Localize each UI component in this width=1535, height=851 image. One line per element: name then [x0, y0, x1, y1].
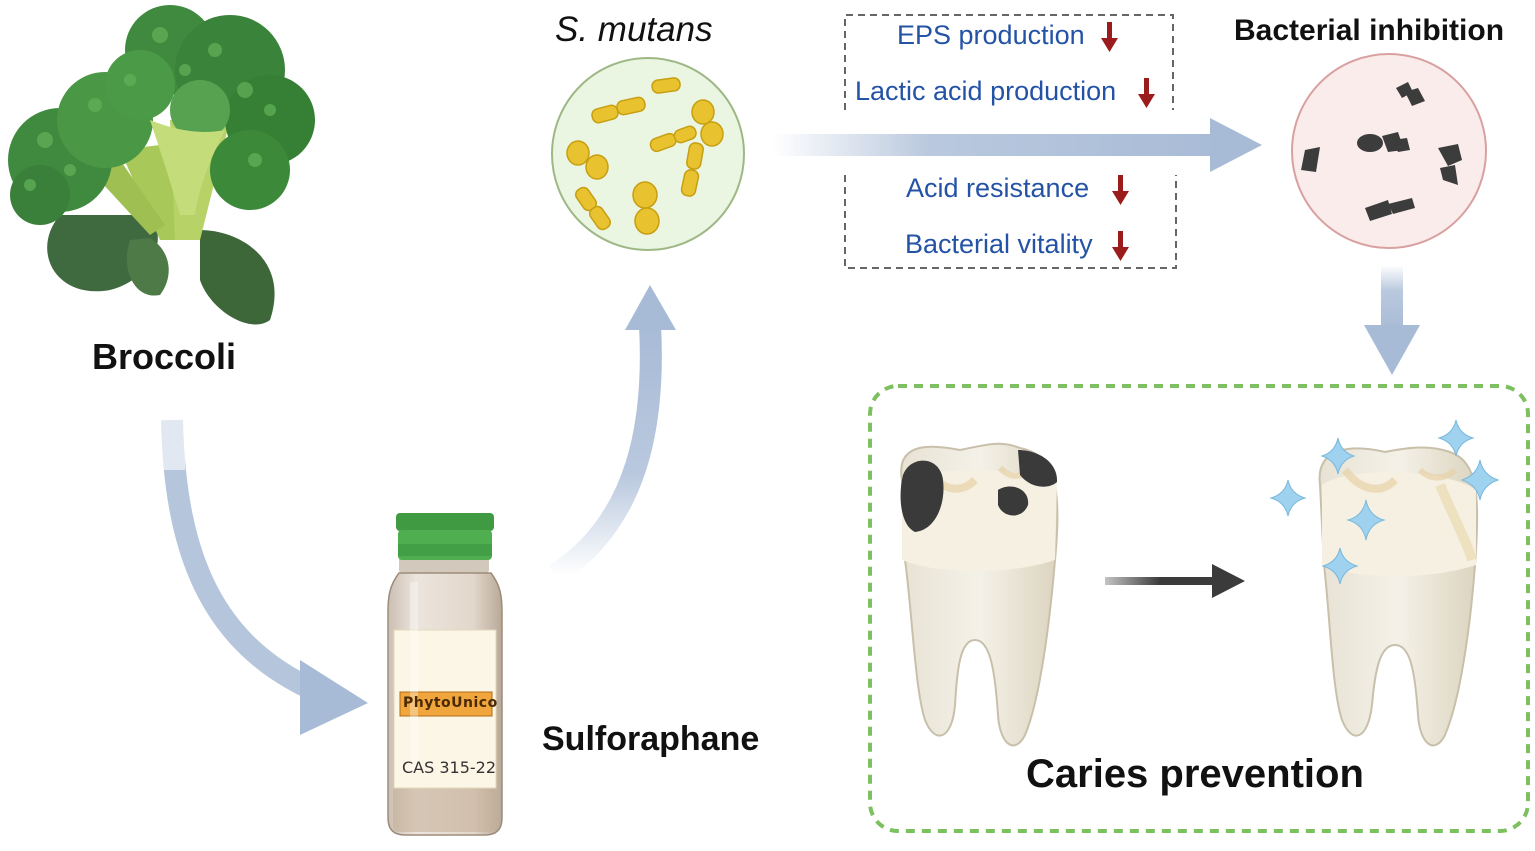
arrow-broccoli-to-sulforaphane — [159, 410, 368, 735]
bacterial-inhibition-label: Bacterial inhibition — [1234, 14, 1505, 47]
arrow-sulforaphane-to-smutans — [548, 285, 676, 585]
effect-lactic-acid-production: Lactic acid production — [855, 76, 1117, 106]
sparkle-icon — [1460, 459, 1500, 501]
vial-brand-label: PhytoUnico — [403, 695, 498, 711]
decayed-tooth — [900, 442, 1059, 747]
inhibited-bacteria-circle — [1291, 53, 1487, 249]
down-arrow-icon — [1138, 78, 1155, 108]
sparkle-icon — [1321, 547, 1359, 585]
sparkle-icon — [1269, 479, 1307, 517]
arrow-inhibition-to-prevention — [1364, 265, 1420, 375]
caries-prevention-box — [868, 384, 1530, 833]
smutans-label: S. mutans — [555, 10, 713, 49]
sparkle-icon — [1320, 437, 1356, 475]
vial-cas-label: CAS 315-22 — [402, 758, 497, 777]
effects-box-top — [844, 14, 1174, 110]
down-arrow-icon — [1112, 231, 1129, 261]
smutans-bacteria-circle — [551, 57, 745, 251]
down-arrow-icon — [1112, 175, 1129, 205]
effects-box-bottom — [844, 175, 1177, 269]
sulforaphane-vial — [387, 513, 503, 836]
effect-bacterial-vitality: Bacterial vitality — [905, 229, 1093, 259]
sulforaphane-label: Sulforaphane — [542, 720, 760, 758]
sparkle-icon — [1437, 419, 1475, 457]
effect-eps-production: EPS production — [897, 20, 1085, 50]
broccoli-illustration — [8, 5, 315, 325]
treatment-arrow — [1105, 564, 1245, 598]
healthy-tooth — [1318, 446, 1479, 747]
caries-prevention-label: Caries prevention — [1026, 752, 1364, 796]
effect-acid-resistance: Acid resistance — [906, 173, 1090, 203]
arrow-smutans-to-inhibition — [772, 118, 1262, 172]
down-arrow-icon — [1101, 22, 1118, 52]
sparkle-icon — [1346, 499, 1386, 541]
broccoli-label: Broccoli — [92, 336, 237, 377]
